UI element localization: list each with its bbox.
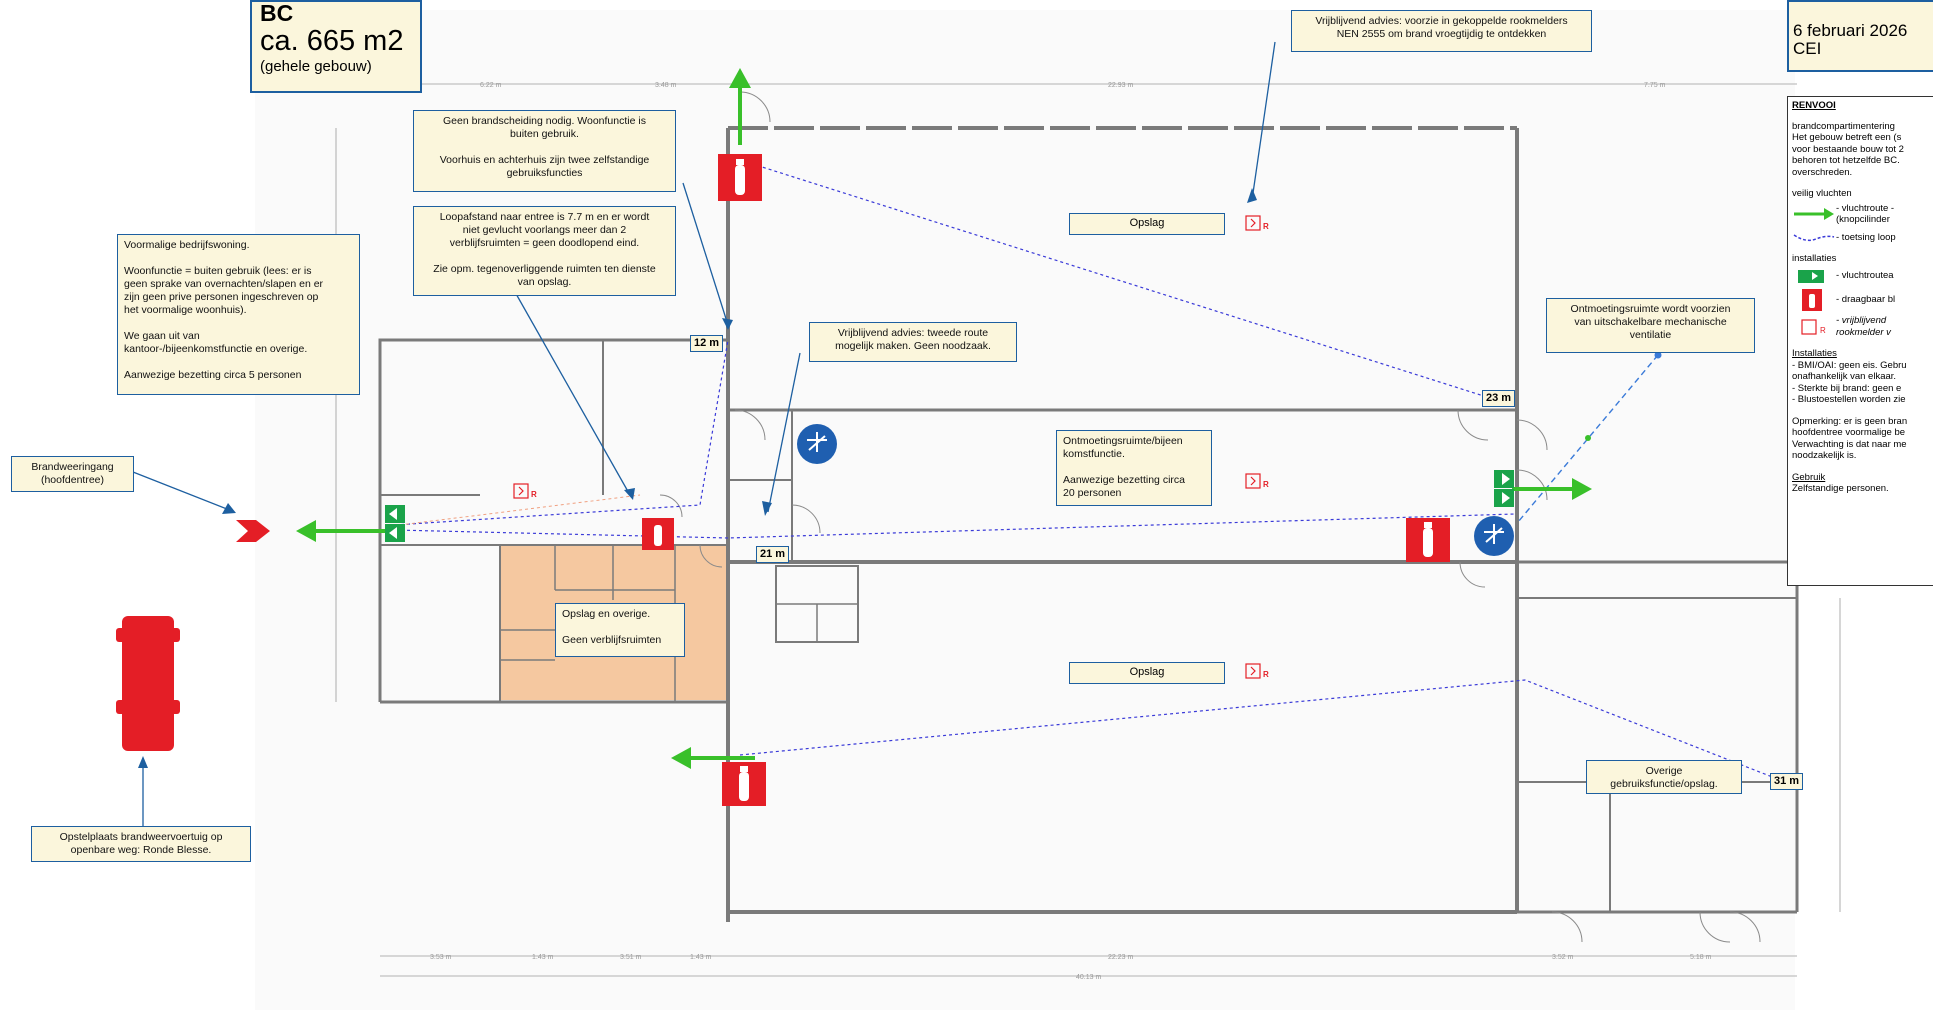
- fire-compartment-box: BC ca. 665 m2 (gehele gebouw): [250, 0, 422, 93]
- dotted-line-icon: [1792, 229, 1836, 247]
- svg-text:R: R: [1820, 326, 1826, 335]
- fire-extinguisher-icon: [1792, 288, 1836, 312]
- date-text: 6 februari 2026: [1793, 21, 1908, 40]
- note-walking-distance: Loopafstand naar entree is 7.7 m en er w…: [413, 206, 676, 296]
- legend-installations-header: Installaties: [1792, 348, 1837, 359]
- bc-label: BC: [260, 0, 294, 26]
- legend-section-installations: installaties: [1792, 252, 1837, 264]
- note-storage-other: Opslag en overige. Geen verblijfsruimten: [555, 603, 685, 657]
- bc-scope: (gehele gebouw): [260, 58, 372, 75]
- dim-top-4: 7.75 m: [1644, 82, 1666, 89]
- green-arrow-icon: [1792, 205, 1836, 223]
- bc-area: ca. 665 m2: [260, 25, 404, 57]
- dim-bottom-3: 3.51 m: [620, 954, 642, 961]
- legend-usage-text: Zelfstandige personen.: [1792, 483, 1889, 494]
- dimension-labels: 6.22 m 3.48 m 22.93 m 7.75 m 3.53 m 1.43…: [430, 82, 1712, 981]
- walls: [378, 126, 1799, 922]
- dim-bottom-5: 22.23 m: [1108, 954, 1133, 961]
- dim-bottom-7: 5.18 m: [1690, 954, 1712, 961]
- dimension-lines: [335, 83, 1841, 977]
- distance-label-23: 23 m: [1482, 390, 1516, 407]
- note-fire-entrance: Brandweeringang (hoofdentree): [11, 456, 134, 492]
- svg-text:R: R: [1263, 670, 1269, 679]
- dim-bottom-4: 1.43 m: [690, 954, 712, 961]
- note-other-use: Overige gebruiksfunctie/opslag.: [1586, 760, 1742, 794]
- note-ventilation: Ontmoetingsruimte wordt voorzien van uit…: [1546, 298, 1755, 353]
- author-text: CEI: [1793, 39, 1822, 58]
- note-truck-position: Opstelplaats brandweervoertuig op openba…: [31, 826, 251, 862]
- dim-top-2: 3.48 m: [655, 82, 677, 89]
- note-meeting-room: Ontmoetingsruimte/bijeen komstfunctie. A…: [1056, 430, 1212, 506]
- dim-bottom-1: 3.53 m: [430, 954, 452, 961]
- exit-sign-icon: [1792, 267, 1836, 285]
- date-box: 6 februari 2026 CEI: [1787, 0, 1933, 72]
- door-swings: [659, 91, 1761, 943]
- ventilation-line: [1517, 351, 1662, 523]
- dim-total: 40.13 m: [1076, 974, 1101, 981]
- distance-label-12: 12 m: [690, 335, 724, 352]
- svg-text:R: R: [1263, 222, 1269, 231]
- legend-row-exit-sign: - vluchtroutea: [1792, 267, 1933, 285]
- legend-title: RENVOOI: [1792, 100, 1836, 111]
- legend-row-escape-route: - vluchtroute -(knopcilinder: [1792, 203, 1933, 226]
- legend-panel: RENVOOI brandcompartimentering Het gebou…: [1787, 96, 1933, 586]
- legend-row-walking: - toetsing loop: [1792, 229, 1933, 247]
- note-second-route: Vrijblijvend advies: tweede route mogeli…: [809, 322, 1017, 362]
- escape-arrows: [296, 68, 1592, 769]
- walk-line-orange: [399, 494, 641, 526]
- svg-text:R: R: [531, 490, 537, 499]
- room-label-storage-bottom: Opslag: [1069, 662, 1225, 684]
- fire-entrance-arrow: [236, 520, 270, 542]
- distance-label-21: 21 m: [756, 546, 790, 563]
- ventilation-fan-icon: [797, 424, 1514, 556]
- room-label-storage-top: Opslag: [1069, 213, 1225, 235]
- dim-top-3: 22.93 m: [1108, 82, 1133, 89]
- note-former-dwelling: Voormalige bedrijfswoning. Woonfunctie =…: [117, 234, 360, 395]
- svg-text:R: R: [1263, 480, 1269, 489]
- exit-sign-icon: [385, 470, 1514, 542]
- dim-bottom-2: 1.43 m: [532, 954, 554, 961]
- smoke-detector-icon: R: [1792, 318, 1836, 336]
- note-smoke-detector-advice: Vrijblijvend advies: voorzie in gekoppel…: [1291, 10, 1592, 52]
- dim-top-1: 6.22 m: [480, 82, 502, 89]
- distance-label-31: 31 m: [1770, 773, 1804, 790]
- arrowheads: [138, 188, 1257, 768]
- legend-usage-header: Gebruik: [1792, 471, 1826, 483]
- walk-distance-lines: [394, 159, 1781, 781]
- legend-intro: brandcompartimentering Het gebouw betref…: [1792, 120, 1904, 178]
- fire-truck-icon: [116, 616, 180, 751]
- legend-remark: Opmerking: er is geen bran hoofdentree v…: [1792, 415, 1908, 462]
- legend-section-escape: veilig vluchten: [1792, 188, 1852, 199]
- dim-bottom-6: 3.52 m: [1552, 954, 1574, 961]
- legend-row-extinguisher: - draagbaar bl: [1792, 288, 1933, 312]
- callout-pointers: [132, 41, 1276, 830]
- note-fire-separation: Geen brandscheiding nodig. Woonfunctie i…: [413, 110, 676, 192]
- smoke-detector-icon: [513, 215, 1261, 679]
- fire-extinguisher-icon: [642, 154, 1450, 806]
